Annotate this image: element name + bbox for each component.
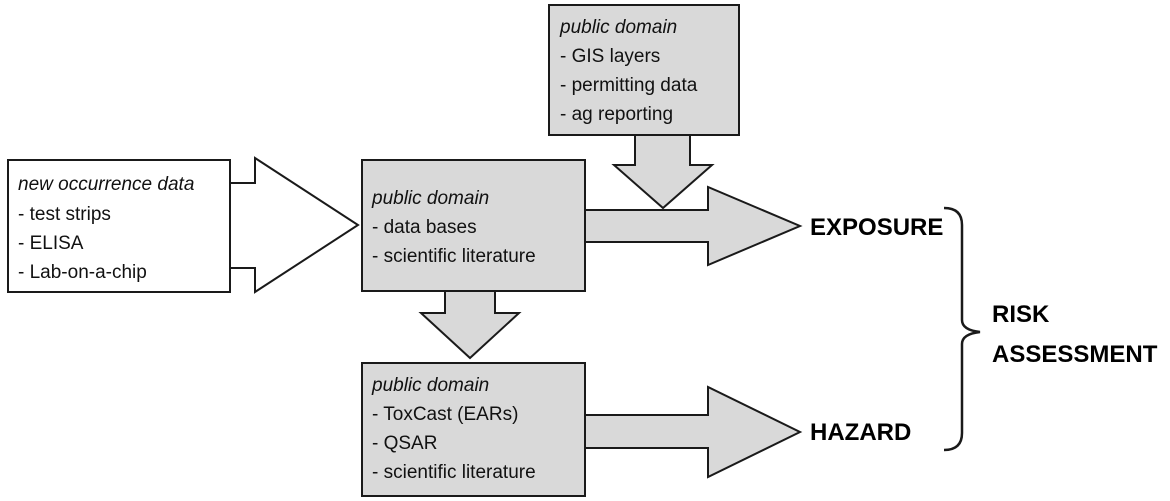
new-occurrence-data-box: new occurrence data - test strips - ELIS… — [7, 159, 231, 293]
risk-label-line2: ASSESSMENT — [992, 341, 1158, 368]
box-item: - test strips — [18, 204, 111, 225]
public-domain-top-box: public domain - GIS layers - permitting … — [548, 4, 740, 136]
box-heading: public domain — [559, 17, 677, 38]
box-item: - ToxCast (EARs) — [372, 404, 518, 425]
arrow-to-exposure — [584, 185, 803, 267]
box-item: - data bases — [372, 217, 477, 238]
arrow-center-down — [418, 290, 522, 360]
arrow-top-down — [611, 134, 715, 210]
arrow-new-data-to-public-domain — [229, 156, 360, 294]
box-heading: public domain — [371, 188, 489, 209]
exposure-label: EXPOSURE — [810, 214, 943, 241]
box-item: - ag reporting — [560, 104, 673, 125]
bracket-brace — [943, 206, 981, 452]
arrow-to-hazard — [584, 385, 803, 479]
hazard-label: HAZARD — [810, 419, 911, 446]
box-item: - GIS layers — [560, 46, 660, 67]
box-item: - QSAR — [372, 433, 437, 454]
box-item: - permitting data — [560, 75, 698, 96]
risk-label-line1: RISK — [992, 301, 1050, 328]
box-item: - Lab-on-a-chip — [18, 262, 147, 283]
box-heading: new occurrence data — [18, 174, 194, 195]
box-item: - scientific literature — [372, 246, 536, 267]
public-domain-center-box: public domain - data bases - scientific … — [361, 159, 586, 292]
public-domain-bottom-box: public domain - ToxCast (EARs) - QSAR - … — [361, 362, 586, 497]
box-item: - scientific literature — [372, 462, 536, 483]
box-heading: public domain — [371, 375, 489, 396]
box-item: - ELISA — [18, 233, 84, 254]
